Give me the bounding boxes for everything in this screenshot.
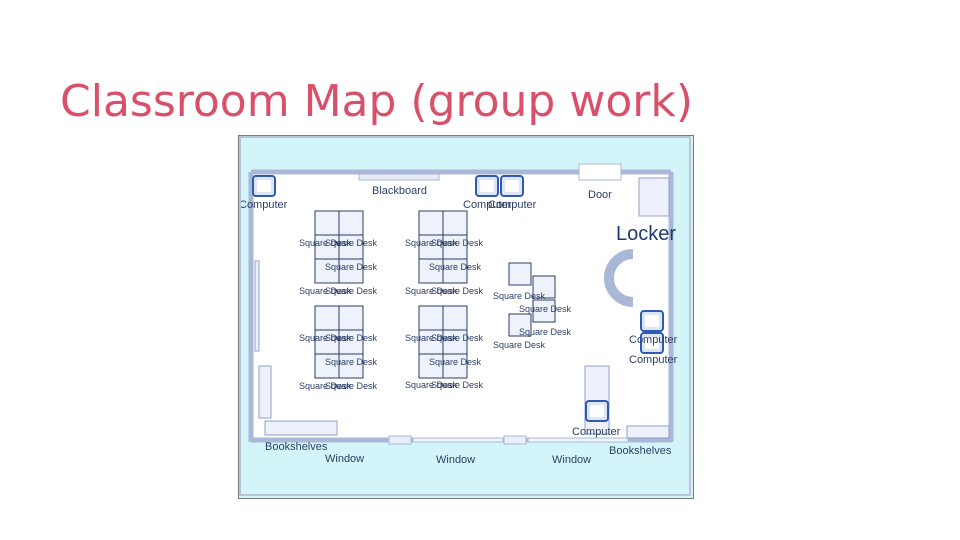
- computer-label: Computer: [572, 426, 621, 438]
- square-desk: [442, 210, 468, 236]
- window-label: Window: [325, 453, 364, 465]
- square-desk-label: Square Desk: [325, 357, 378, 367]
- computer-label: Computer: [629, 334, 678, 346]
- square-desk: [442, 329, 468, 355]
- shelf-left-thin: [254, 260, 260, 352]
- square-desk-label: Square Desk: [429, 262, 482, 272]
- floor-plan: Blackboard Door Locker Computer Computer…: [239, 163, 678, 466]
- bookshelves-label: Bookshelves: [609, 445, 672, 457]
- square-desk-label: Square Desk: [493, 291, 546, 301]
- square-desk-label: Square Desk: [299, 238, 352, 248]
- square-desk-label: Square Desk: [519, 304, 572, 314]
- square-desk: [418, 210, 444, 236]
- square-desk: [314, 234, 340, 260]
- square-desk-label: Square Desk: [431, 238, 484, 248]
- door-label: Door: [588, 189, 612, 201]
- bookshelves-label: Bookshelves: [265, 441, 328, 453]
- computer-label: Computer: [488, 199, 537, 211]
- computer-label: Computer: [239, 199, 288, 211]
- square-desk: [442, 353, 468, 379]
- square-desk-label: Square Desk: [405, 238, 458, 248]
- slide-title: Classroom Map (group work): [60, 76, 693, 127]
- square-desk-label: Square Desk: [429, 357, 482, 367]
- square-desk: [338, 258, 364, 284]
- computer-label: Computer: [463, 199, 512, 211]
- square-desk-label: Square Desk: [431, 286, 484, 296]
- blackboard: [358, 173, 440, 181]
- bookshelves-right: [626, 425, 670, 439]
- square-desk-label: Square Desk: [299, 286, 352, 296]
- locker-label: Locker: [616, 223, 676, 245]
- square-desk: [314, 305, 340, 331]
- square-desk: [442, 305, 468, 331]
- square-desk-label: Square Desk: [325, 262, 378, 272]
- square-desk: [314, 210, 340, 236]
- blackboard-label: Blackboard: [372, 185, 427, 197]
- square-desk: [338, 305, 364, 331]
- square-desk-label: Square Desk: [431, 333, 484, 343]
- square-desk-label: Square Desk: [519, 327, 572, 337]
- square-desk: [418, 305, 444, 331]
- square-desk: [532, 275, 556, 299]
- square-desk: [338, 353, 364, 379]
- square-desk-label: Square Desk: [493, 340, 546, 350]
- desk-groups: [314, 210, 556, 379]
- shelf-left-wall: [258, 365, 272, 419]
- square-desk-label: Square Desk: [325, 238, 378, 248]
- square-desk: [418, 329, 444, 355]
- square-desk-label: Square Desk: [431, 380, 484, 390]
- computer-label: Computer: [629, 354, 678, 366]
- square-desk-label: Square Desk: [299, 333, 352, 343]
- square-desk: [442, 258, 468, 284]
- square-desk: [532, 299, 556, 323]
- square-desk-label: Square Desk: [325, 286, 378, 296]
- square-desk-label: Square Desk: [325, 381, 378, 391]
- square-desk: [314, 258, 340, 284]
- bookshelves-left: [264, 420, 338, 436]
- door: [578, 163, 622, 181]
- square-desk-label: Square Desk: [325, 333, 378, 343]
- square-desk-label: Square Desk: [405, 286, 458, 296]
- locker-arc: [604, 249, 634, 307]
- square-desk: [338, 234, 364, 260]
- square-desk: [508, 313, 532, 337]
- window-label: Window: [436, 454, 475, 466]
- square-desk: [508, 262, 532, 286]
- square-desk: [418, 258, 444, 284]
- square-desk: [338, 210, 364, 236]
- window-label: Window: [552, 454, 591, 466]
- windows: [388, 435, 629, 445]
- square-desk-label: Square Desk: [405, 380, 458, 390]
- square-desk-label: Square Desk: [405, 333, 458, 343]
- square-desk-label: Square Desk: [299, 381, 352, 391]
- cabinet-top-right: [638, 177, 670, 217]
- classroom-map: Blackboard Door Locker Computer Computer…: [238, 135, 694, 499]
